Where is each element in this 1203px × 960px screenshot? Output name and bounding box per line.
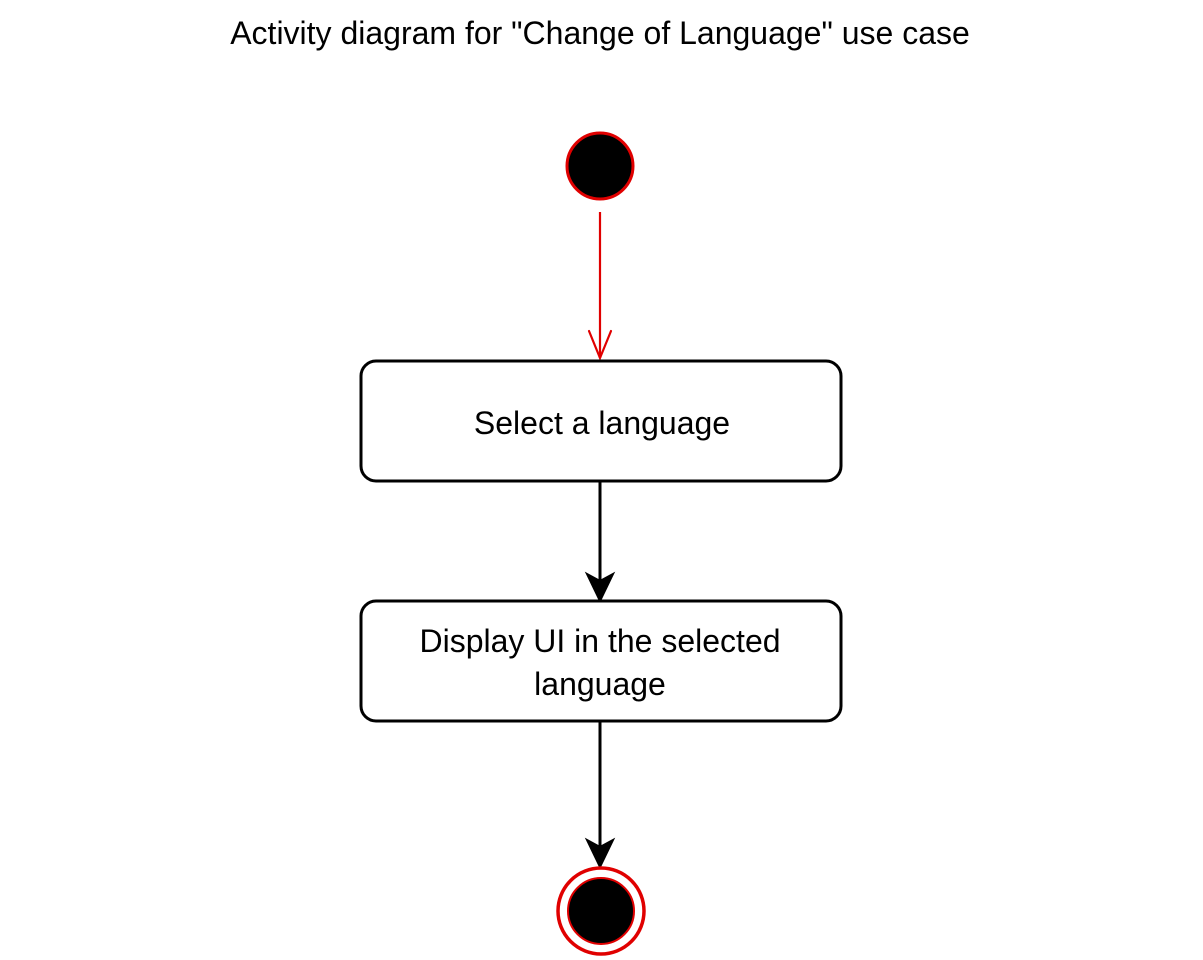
action-display-ui: Display UI in the selected language — [359, 599, 843, 723]
action-display-ui-label-line2: language — [534, 666, 666, 702]
diagram-title: Activity diagram for "Change of Language… — [230, 15, 970, 51]
final-node — [556, 866, 646, 956]
flow-display-arrowhead — [584, 837, 616, 870]
action-display-ui-label-line1: Display UI in the selected — [419, 623, 780, 659]
action-display-ui-box — [359, 599, 843, 723]
initial-node — [565, 131, 635, 201]
flow-initial-to-select — [587, 212, 613, 361]
flow-select-arrowhead — [584, 571, 616, 604]
flow-select-to-display — [584, 482, 616, 604]
action-select-language-label: Select a language — [474, 405, 730, 441]
flow-display-to-final — [584, 722, 616, 870]
final-node-core — [567, 877, 635, 945]
flow-initial-arrowhead — [587, 329, 613, 361]
action-select-language-box — [359, 359, 843, 483]
action-select-language: Select a language — [359, 359, 843, 483]
